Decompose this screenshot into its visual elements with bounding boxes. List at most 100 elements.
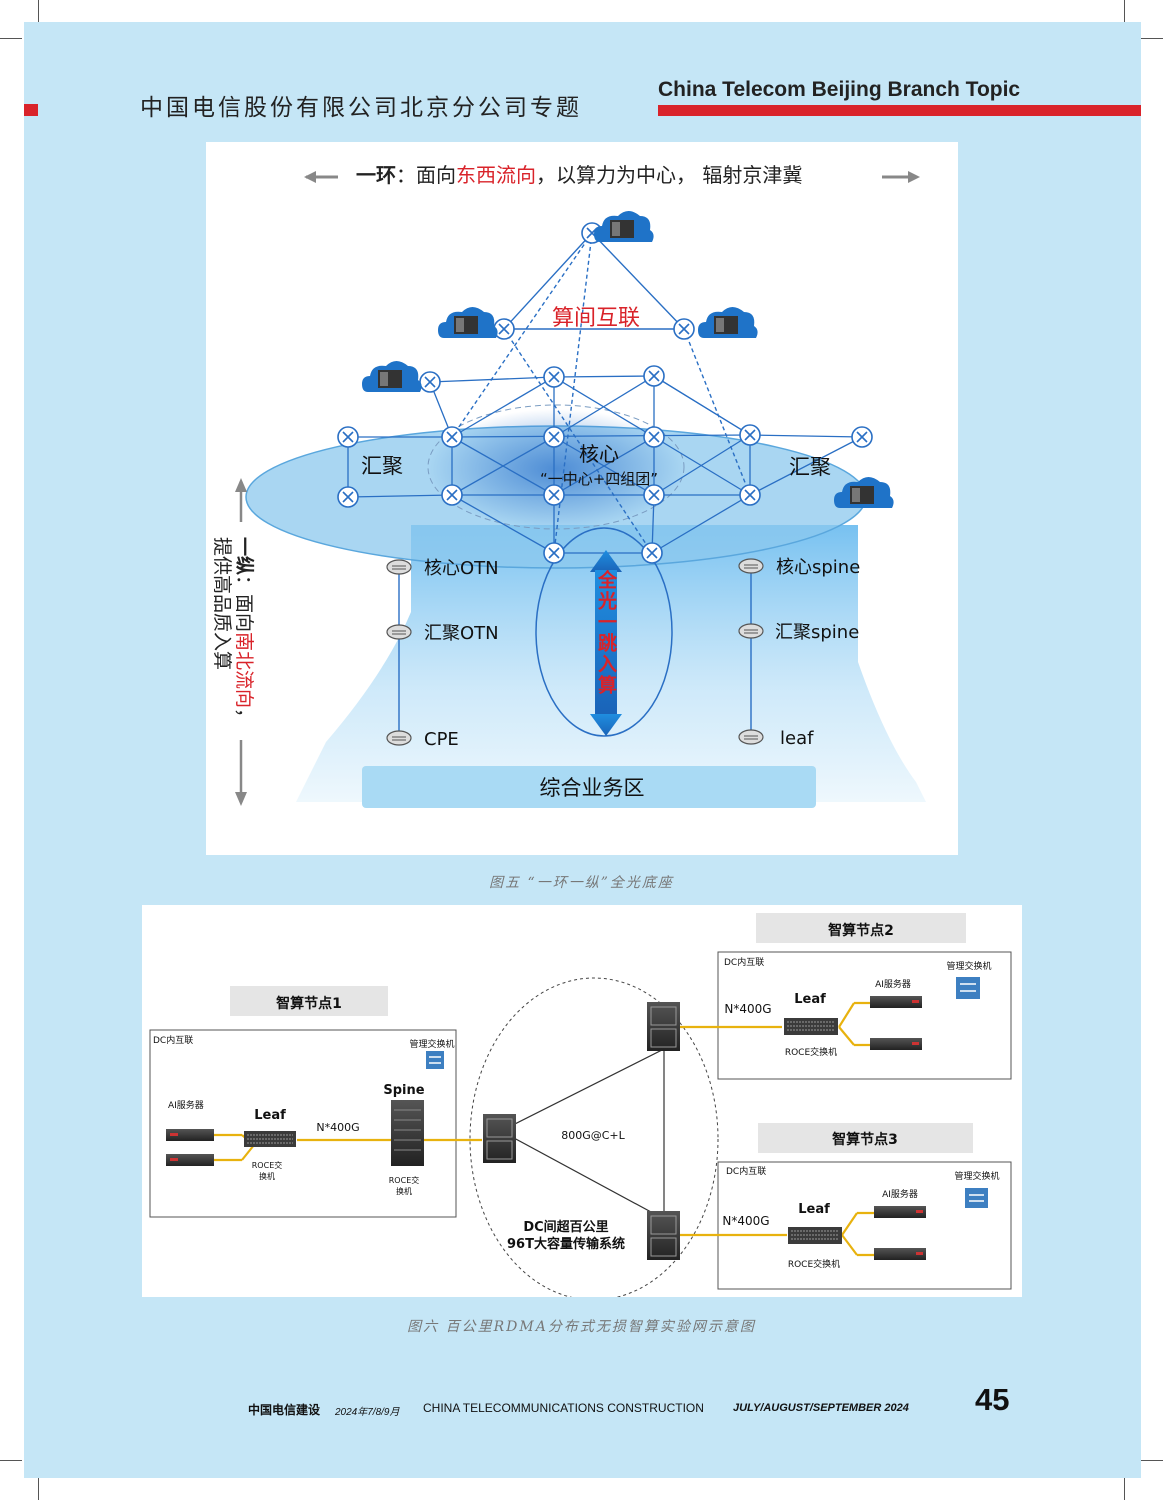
vertical-mid: ：面向 <box>233 575 255 632</box>
ring-suffix: ，以算力为中心， 辐射京津冀 <box>536 163 802 187</box>
node2-box <box>717 951 1012 1080</box>
node3-title-bar <box>758 1123 973 1153</box>
core-sublabel: “一中心+四组团” <box>540 470 658 488</box>
node3-leaf-label: Leaf <box>798 1202 830 1217</box>
node2-leaf-label: Leaf <box>794 992 826 1007</box>
node3-dc-label: DC内互联 <box>726 1165 766 1177</box>
crop-mark <box>38 0 39 22</box>
node2-title: 智算节点2 <box>827 922 894 939</box>
node1-mgmt-label: 管理交换机 <box>409 1038 454 1050</box>
otn-device-icon <box>483 1114 516 1163</box>
right-stack-label: leaf <box>780 728 814 749</box>
aggregation-left-label: 汇聚 <box>361 454 403 478</box>
node3-link-label: N*400G <box>722 1214 769 1228</box>
router-icon <box>386 730 412 746</box>
spine-switch-icon <box>391 1100 424 1166</box>
footer-magazine-cn: 中国电信建设 <box>248 1403 321 1417</box>
vertical-highlight: 南北流向 <box>233 632 255 708</box>
vertical-prefix: 一纵 <box>233 537 255 575</box>
figure-6-caption: 图六 百公里RDMA分布式无损智算实验网示意图 <box>407 1319 756 1335</box>
ai-server-icon <box>870 1038 922 1050</box>
node-marker <box>739 484 761 506</box>
footer-date-cn: 2024年7/8/9月 <box>335 1407 400 1418</box>
ring-mid: ：面向 <box>396 163 456 187</box>
transport-triangle <box>499 1048 665 1221</box>
ai-server-icon <box>870 996 922 1008</box>
header-en-title: China Telecom Beijing Branch Topic <box>658 78 1021 101</box>
node-marker <box>643 426 665 448</box>
node-marker <box>673 318 695 340</box>
node3-ai-label: AI服务器 <box>882 1188 918 1200</box>
cloud-server-icon <box>438 307 498 338</box>
vertical-axis <box>235 478 247 806</box>
node2-roce-label: ROCE交换机 <box>785 1046 837 1058</box>
node-marker <box>337 486 359 508</box>
vertical-line2: 提供高品质入算 <box>211 537 233 670</box>
aggregation-right-label: 汇聚 <box>789 455 831 479</box>
management-switch-icon <box>956 977 980 999</box>
node1-ai-label: AI服务器 <box>168 1099 204 1111</box>
footer-date-en: JULY/AUGUST/SEPTEMBER 2024 <box>733 1402 909 1414</box>
node2-mgmt-label: 管理交换机 <box>946 960 991 972</box>
node-marker <box>851 426 873 448</box>
wdm-label: 800G@C+L <box>561 1129 625 1142</box>
vertical-title: 一纵：面向南北流向， 提供高品质入算 <box>211 537 255 727</box>
crop-mark <box>1141 38 1163 39</box>
node2-title-bar <box>756 913 966 943</box>
node-marker <box>641 542 663 564</box>
core-dashed-ring <box>427 404 685 530</box>
node1-title-bar <box>230 986 388 1016</box>
leaf-switch-icon <box>788 1227 842 1244</box>
core-glow <box>428 409 684 529</box>
node1-leaf-sub: ROCE交换机 <box>252 1160 283 1181</box>
spine-sub: ROCE交换机 <box>389 1175 420 1196</box>
management-switch-icon <box>965 1188 988 1208</box>
management-switch-icon <box>426 1051 444 1069</box>
ring-highlight: 东西流向 <box>456 163 536 187</box>
left-stack-label: 汇聚OTN <box>424 623 499 644</box>
page-number: 45 <box>975 1382 1010 1417</box>
node3-mgmt-label: 管理交换机 <box>954 1170 999 1182</box>
node-markers <box>337 222 873 564</box>
node3-roce-label: ROCE交换机 <box>788 1258 840 1270</box>
header-red-square <box>24 104 38 116</box>
svg-text:一环：面向东西流向，以算力为中心， 辐射京津冀: 一环：面向东西流向，以算力为中心， 辐射京津冀 <box>356 163 802 187</box>
cloud-server-icon <box>362 361 422 392</box>
center-double-arrow <box>590 550 622 736</box>
crop-mark <box>0 1460 22 1461</box>
node-marker <box>643 484 665 506</box>
node-marker <box>543 366 565 388</box>
base-label: 综合业务区 <box>540 776 645 800</box>
interconnect-triangle <box>451 232 751 554</box>
ring-title: 一环：面向东西流向，以算力为中心， 辐射京津冀 <box>304 163 920 187</box>
crop-mark <box>38 1478 39 1500</box>
router-icon <box>386 559 412 575</box>
node2-dc-label: DC内互联 <box>724 956 764 968</box>
router-icon <box>738 729 764 745</box>
right-stack-label: 汇聚spine <box>775 622 859 643</box>
node2-link-label: N*400G <box>724 1002 771 1016</box>
vertical-oval <box>535 527 673 737</box>
node-marker <box>441 426 463 448</box>
node-marker <box>739 424 761 446</box>
cloud-server-icon <box>698 307 758 338</box>
node2-ai-label: AI服务器 <box>875 978 911 990</box>
leaf-switch-icon <box>244 1131 296 1147</box>
transport-system-ellipse <box>469 977 719 1297</box>
node1-box <box>149 1029 457 1218</box>
figure-5-caption: 图五 “一环一纵”全光底座 <box>489 875 674 891</box>
otn-device-icon <box>647 1211 680 1260</box>
figure-5: 一环：面向东西流向，以算力为中心， 辐射京津冀 <box>206 142 958 855</box>
interconnect-label: 算间互联 <box>552 306 640 331</box>
node-marker <box>419 371 441 393</box>
node1-title: 智算节点1 <box>275 995 342 1012</box>
center-arrow-label: 全光一跳入算 <box>595 569 618 696</box>
spine-label: Spine <box>383 1083 424 1098</box>
node1-link-label: N*400G <box>316 1121 359 1134</box>
router-icon <box>738 623 764 639</box>
node-marker <box>543 426 565 448</box>
right-stack-label: 核心spine <box>776 557 860 578</box>
node-marker <box>441 484 463 506</box>
node-marker <box>337 426 359 448</box>
ai-server-icon <box>874 1206 926 1218</box>
